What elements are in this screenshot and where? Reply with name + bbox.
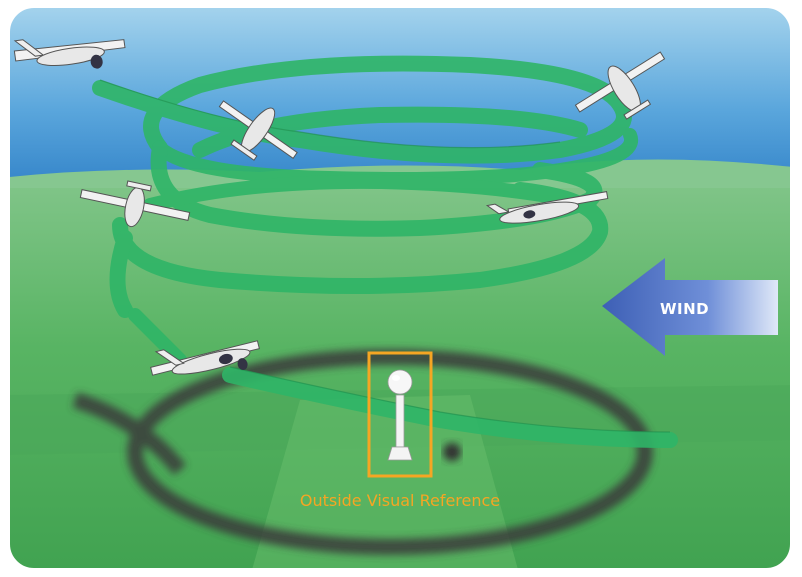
ground-track (72, 349, 653, 555)
airplane-icon (485, 191, 609, 224)
flight-path (92, 55, 678, 448)
airplane-icon (218, 100, 298, 161)
airplane-icon (79, 180, 191, 228)
reference-label: Outside Visual Reference (300, 491, 500, 510)
airplane-icon (13, 39, 126, 69)
ground-point-shadow (443, 443, 461, 461)
airplane-icon (574, 51, 666, 120)
airplane-icon (150, 340, 260, 376)
reference-highlight-box (367, 351, 433, 478)
wind-arrow-icon: WIND (602, 258, 778, 356)
water-tower-icon (387, 369, 413, 461)
frame (6, 4, 794, 572)
wind-label: WIND (660, 300, 709, 318)
field-patch (250, 395, 520, 570)
